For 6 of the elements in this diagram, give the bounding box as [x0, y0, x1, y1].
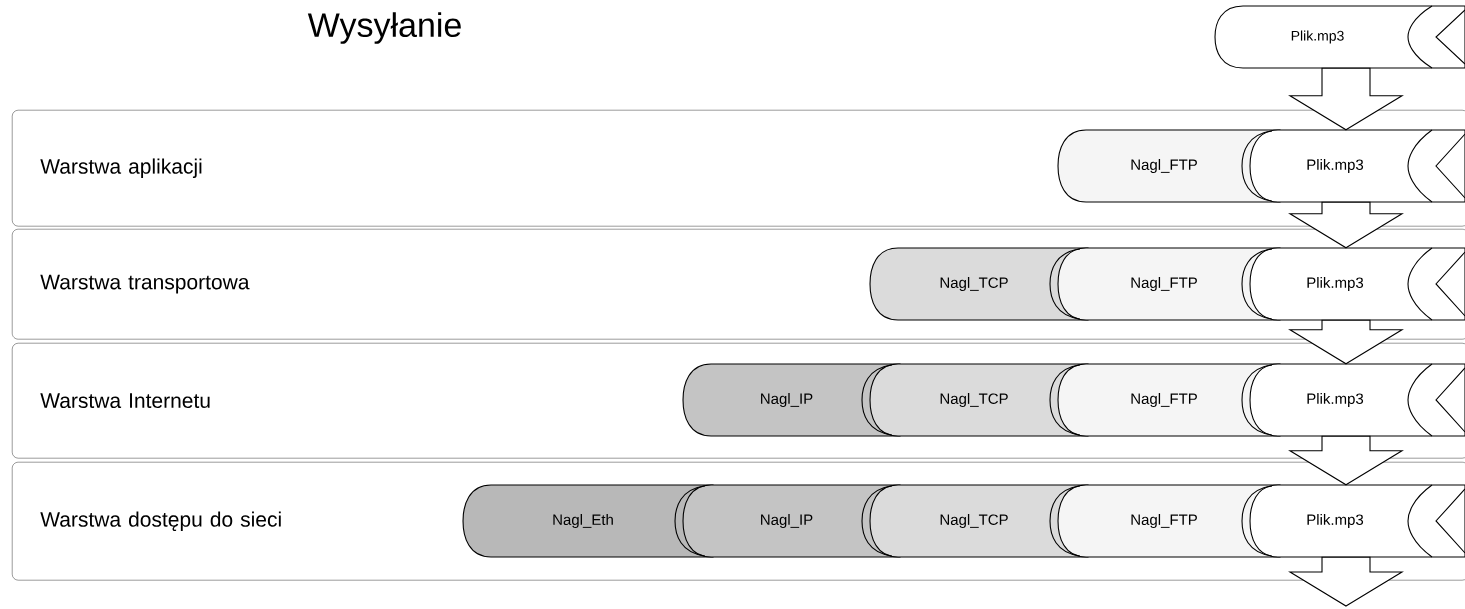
header-segment: Plik.mp3	[1241, 247, 1465, 321]
header-segment: Plik.mp3	[1214, 5, 1465, 69]
header-segment: Plik.mp3	[1241, 363, 1465, 437]
header-segment: Plik.mp3	[1241, 484, 1465, 558]
title: Wysyłanie	[307, 12, 461, 44]
header-segment: Plik.mp3	[1241, 129, 1465, 203]
